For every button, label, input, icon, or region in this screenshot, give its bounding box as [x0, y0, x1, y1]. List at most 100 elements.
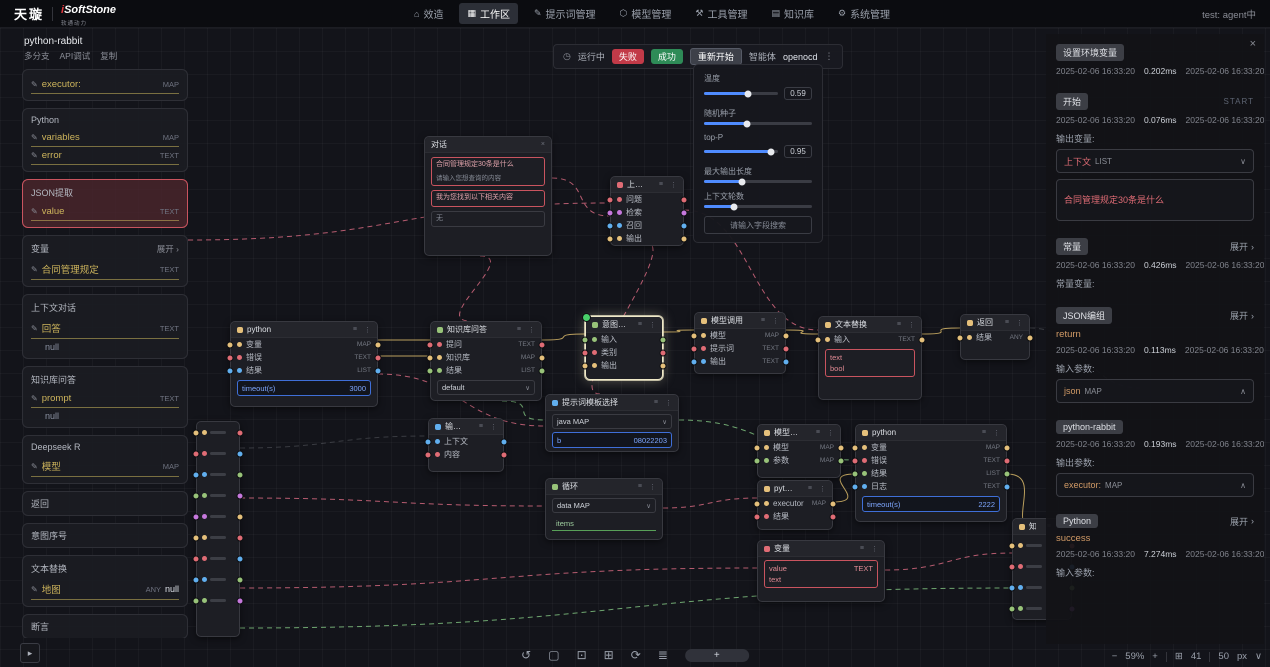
node-menu-icon[interactable]: ≡	[1005, 319, 1009, 326]
list-icon[interactable]: ≣	[658, 648, 668, 662]
input-port[interactable]	[193, 450, 200, 457]
output-port[interactable]	[501, 438, 508, 445]
input-port[interactable]	[815, 336, 822, 343]
field-search-input[interactable]: 请输入字段搜索	[704, 216, 812, 234]
slider-knob[interactable]	[745, 90, 752, 97]
node-input[interactable]: timeout(s)3000	[237, 380, 371, 396]
input-port[interactable]	[607, 196, 614, 203]
node-menu-icon[interactable]: ≡	[479, 423, 483, 430]
output-port[interactable]	[783, 345, 790, 352]
node-text-replace[interactable]: 文本替换≡⋮输入TEXTtextbool	[818, 316, 922, 400]
output-port[interactable]	[681, 222, 688, 229]
node-output-set[interactable]: 输出设置≡⋮上下文内容	[428, 418, 504, 472]
node-more-icon[interactable]: ⋮	[528, 326, 535, 334]
output-port[interactable]	[1004, 470, 1011, 477]
node-menu-icon[interactable]: ≡	[638, 321, 642, 328]
node-input[interactable]: items	[552, 516, 656, 531]
node-menu-icon[interactable]: ≡	[654, 399, 658, 406]
input-port[interactable]	[1009, 542, 1016, 549]
node-variable[interactable]: 变量≡⋮valueTEXTtext	[757, 540, 885, 602]
input-port[interactable]	[754, 457, 761, 464]
input-port[interactable]	[193, 471, 200, 478]
node-menu-icon[interactable]: ≡	[659, 181, 663, 188]
slider-track[interactable]	[704, 150, 778, 153]
input-port[interactable]	[427, 354, 434, 361]
node-card-10[interactable]: 断言	[22, 614, 188, 638]
output-port[interactable]	[681, 235, 688, 242]
card-field[interactable]: ✎promptTEXT	[31, 390, 179, 408]
node-rail[interactable]	[196, 421, 240, 637]
expand-link[interactable]: 展开›	[1230, 309, 1254, 322]
node-dropdown[interactable]: default∨	[437, 380, 535, 395]
output-port[interactable]	[375, 354, 382, 361]
param-field-box[interactable]: jsonMAP∧	[1056, 379, 1254, 403]
frame-icon[interactable]: ▢	[548, 648, 559, 662]
card-field[interactable]: ✎variablesMAP	[31, 129, 179, 147]
node-close-icon[interactable]: ×	[541, 141, 545, 148]
input-port[interactable]	[425, 451, 432, 458]
output-port[interactable]	[539, 367, 546, 374]
layout-icon[interactable]: ⊞	[604, 648, 614, 662]
nav-item-0[interactable]: ⌂效造	[406, 3, 451, 24]
output-port[interactable]	[1027, 334, 1034, 341]
output-port[interactable]	[237, 429, 244, 436]
card-field[interactable]: ✎地图ANYnull	[31, 579, 179, 600]
input-port[interactable]	[754, 444, 761, 451]
output-port[interactable]	[501, 451, 508, 458]
output-port[interactable]	[237, 513, 244, 520]
expand-link[interactable]: 展开 ›	[157, 243, 179, 255]
node-python-1[interactable]: python≡⋮变量MAP错误TEXT结果LISTtimeout(s)3000	[230, 321, 378, 407]
output-port[interactable]	[681, 196, 688, 203]
node-tag-chip[interactable]: python-rabbit	[1056, 420, 1123, 434]
node-more-icon[interactable]: ⋮	[649, 483, 656, 491]
node-more-icon[interactable]: ⋮	[819, 485, 826, 493]
chevron-up-icon[interactable]: ∧	[1240, 387, 1246, 396]
node-model-config[interactable]: 模型配置≡⋮模型MAP参数MAP	[757, 424, 841, 478]
close-icon[interactable]: ×	[1250, 38, 1256, 50]
edit-icon[interactable]: ✎	[31, 462, 38, 471]
node-menu-icon[interactable]: ≡	[808, 485, 812, 492]
output-port[interactable]	[838, 444, 845, 451]
node-more-icon[interactable]: ⋮	[772, 317, 779, 325]
node-ctx-search[interactable]: 上下文检索≡⋮问题检索召回输出	[610, 176, 684, 246]
input-port[interactable]	[227, 367, 234, 374]
output-port[interactable]	[830, 513, 837, 520]
param-field-box[interactable]: executor:MAP∧	[1056, 473, 1254, 497]
card-field[interactable]: ✎executor:MAP	[31, 76, 179, 94]
node-loop[interactable]: 循环≡⋮data MAP∨items	[545, 478, 663, 540]
input-port[interactable]	[852, 444, 859, 451]
chevron-down-icon[interactable]: ∨	[1240, 157, 1246, 166]
status-pill-red-button[interactable]: 失败	[612, 49, 644, 64]
edit-icon[interactable]: ✎	[31, 80, 38, 89]
output-port[interactable]	[375, 367, 382, 374]
param-slider[interactable]: 0.95	[704, 145, 812, 158]
output-port[interactable]	[1004, 483, 1011, 490]
input-port[interactable]	[1009, 563, 1016, 570]
output-port[interactable]	[375, 341, 382, 348]
output-port[interactable]	[660, 349, 667, 356]
node-menu-icon[interactable]: ≡	[761, 317, 765, 324]
param-value[interactable]: 0.59	[784, 87, 812, 100]
node-more-icon[interactable]: ⋮	[665, 399, 672, 407]
edit-icon[interactable]: ✎	[31, 394, 38, 403]
slider-knob[interactable]	[738, 178, 745, 185]
input-port[interactable]	[754, 500, 761, 507]
output-port[interactable]	[838, 457, 845, 464]
output-port[interactable]	[539, 354, 546, 361]
node-more-icon[interactable]: ⋮	[993, 429, 1000, 437]
status-clock-icon[interactable]: ◷	[563, 51, 571, 62]
nav-item-5[interactable]: ▤知识库	[763, 3, 822, 24]
node-tag-chip[interactable]: Python	[1056, 514, 1098, 528]
edit-icon[interactable]: ✎	[31, 324, 38, 333]
node-more-icon[interactable]: ⋮	[490, 423, 497, 431]
node-more-icon[interactable]: ⋮	[1016, 319, 1023, 327]
slider-track[interactable]	[704, 122, 812, 125]
node-input[interactable]: b08022203	[552, 432, 672, 448]
status-pill-green-button[interactable]: 成功	[651, 49, 683, 64]
output-port[interactable]	[237, 471, 244, 478]
input-port[interactable]	[427, 341, 434, 348]
input-port[interactable]	[1009, 584, 1016, 591]
input-port[interactable]	[607, 209, 614, 216]
node-kb-qa[interactable]: 知识库问答≡⋮提问TEXT知识库MAP结果LISTdefault∨	[430, 321, 542, 401]
output-port[interactable]	[783, 332, 790, 339]
